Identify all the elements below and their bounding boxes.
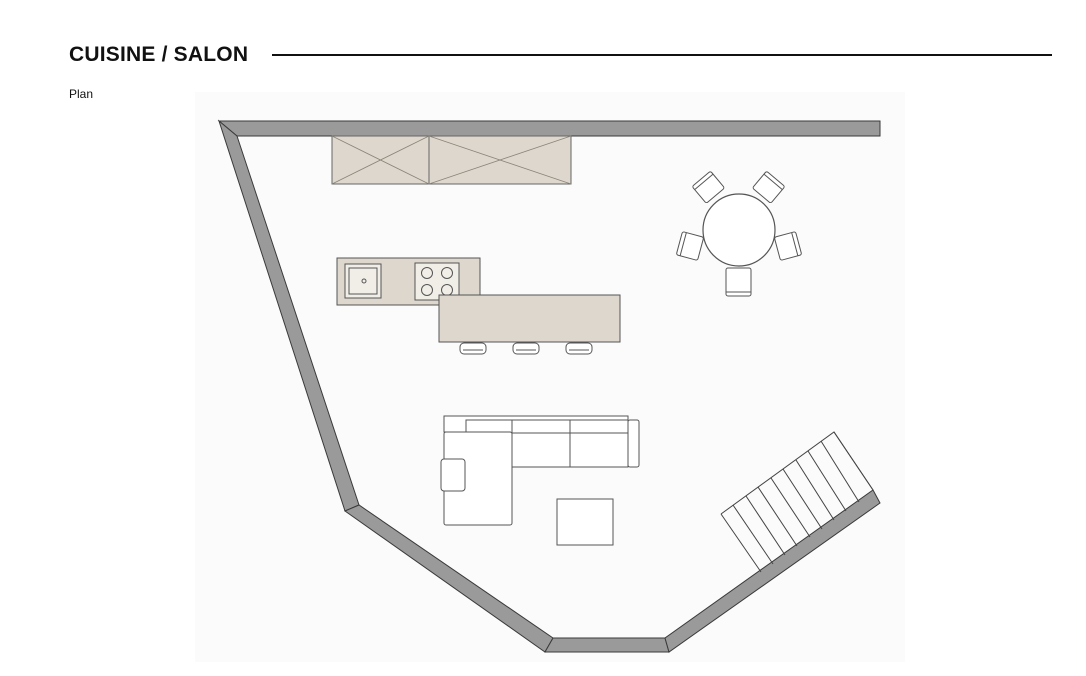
header: CUISINE / SALON bbox=[69, 40, 1052, 70]
sink-basin bbox=[348, 267, 378, 295]
dining-chairs bbox=[676, 171, 802, 297]
bar-stool bbox=[459, 342, 487, 355]
sofa-cushion bbox=[511, 419, 571, 434]
kitchen-wall-cabinets bbox=[331, 135, 572, 185]
sofa-seat bbox=[569, 432, 629, 468]
burner-3 bbox=[421, 284, 433, 296]
bar-stool bbox=[512, 342, 540, 355]
dining-chair bbox=[725, 267, 752, 297]
sofa-seat bbox=[511, 432, 571, 468]
stair-treads bbox=[720, 431, 874, 573]
sofa-cushion bbox=[569, 419, 629, 434]
wall-bottom bbox=[544, 637, 670, 653]
dining-chair bbox=[676, 231, 704, 261]
dining-chair bbox=[692, 171, 725, 204]
exterior-wall bbox=[217, 119, 881, 653]
dining-chair bbox=[774, 231, 802, 261]
sofa-chaise-back bbox=[440, 458, 466, 492]
sofa-cushion bbox=[465, 419, 513, 434]
title-rule bbox=[272, 54, 1052, 56]
sectional-sofa bbox=[440, 415, 640, 526]
sink bbox=[344, 263, 382, 299]
wall-bottom-right bbox=[664, 489, 881, 653]
burner-1 bbox=[421, 267, 433, 279]
page-title: CUISINE / SALON bbox=[69, 43, 249, 66]
sofa-armrest bbox=[627, 419, 640, 468]
coffee-table bbox=[556, 498, 614, 546]
wall-top bbox=[217, 120, 881, 137]
dining-chair bbox=[752, 171, 785, 204]
plan-label: Plan bbox=[69, 87, 94, 101]
burner-2 bbox=[441, 267, 453, 279]
bar-stools bbox=[459, 342, 593, 355]
round-dining-table bbox=[702, 193, 776, 267]
cooktop bbox=[414, 262, 460, 301]
kitchen-counter bbox=[438, 294, 621, 343]
staircase bbox=[720, 431, 874, 573]
bar-stool bbox=[565, 342, 593, 355]
sink-drain bbox=[361, 278, 367, 284]
